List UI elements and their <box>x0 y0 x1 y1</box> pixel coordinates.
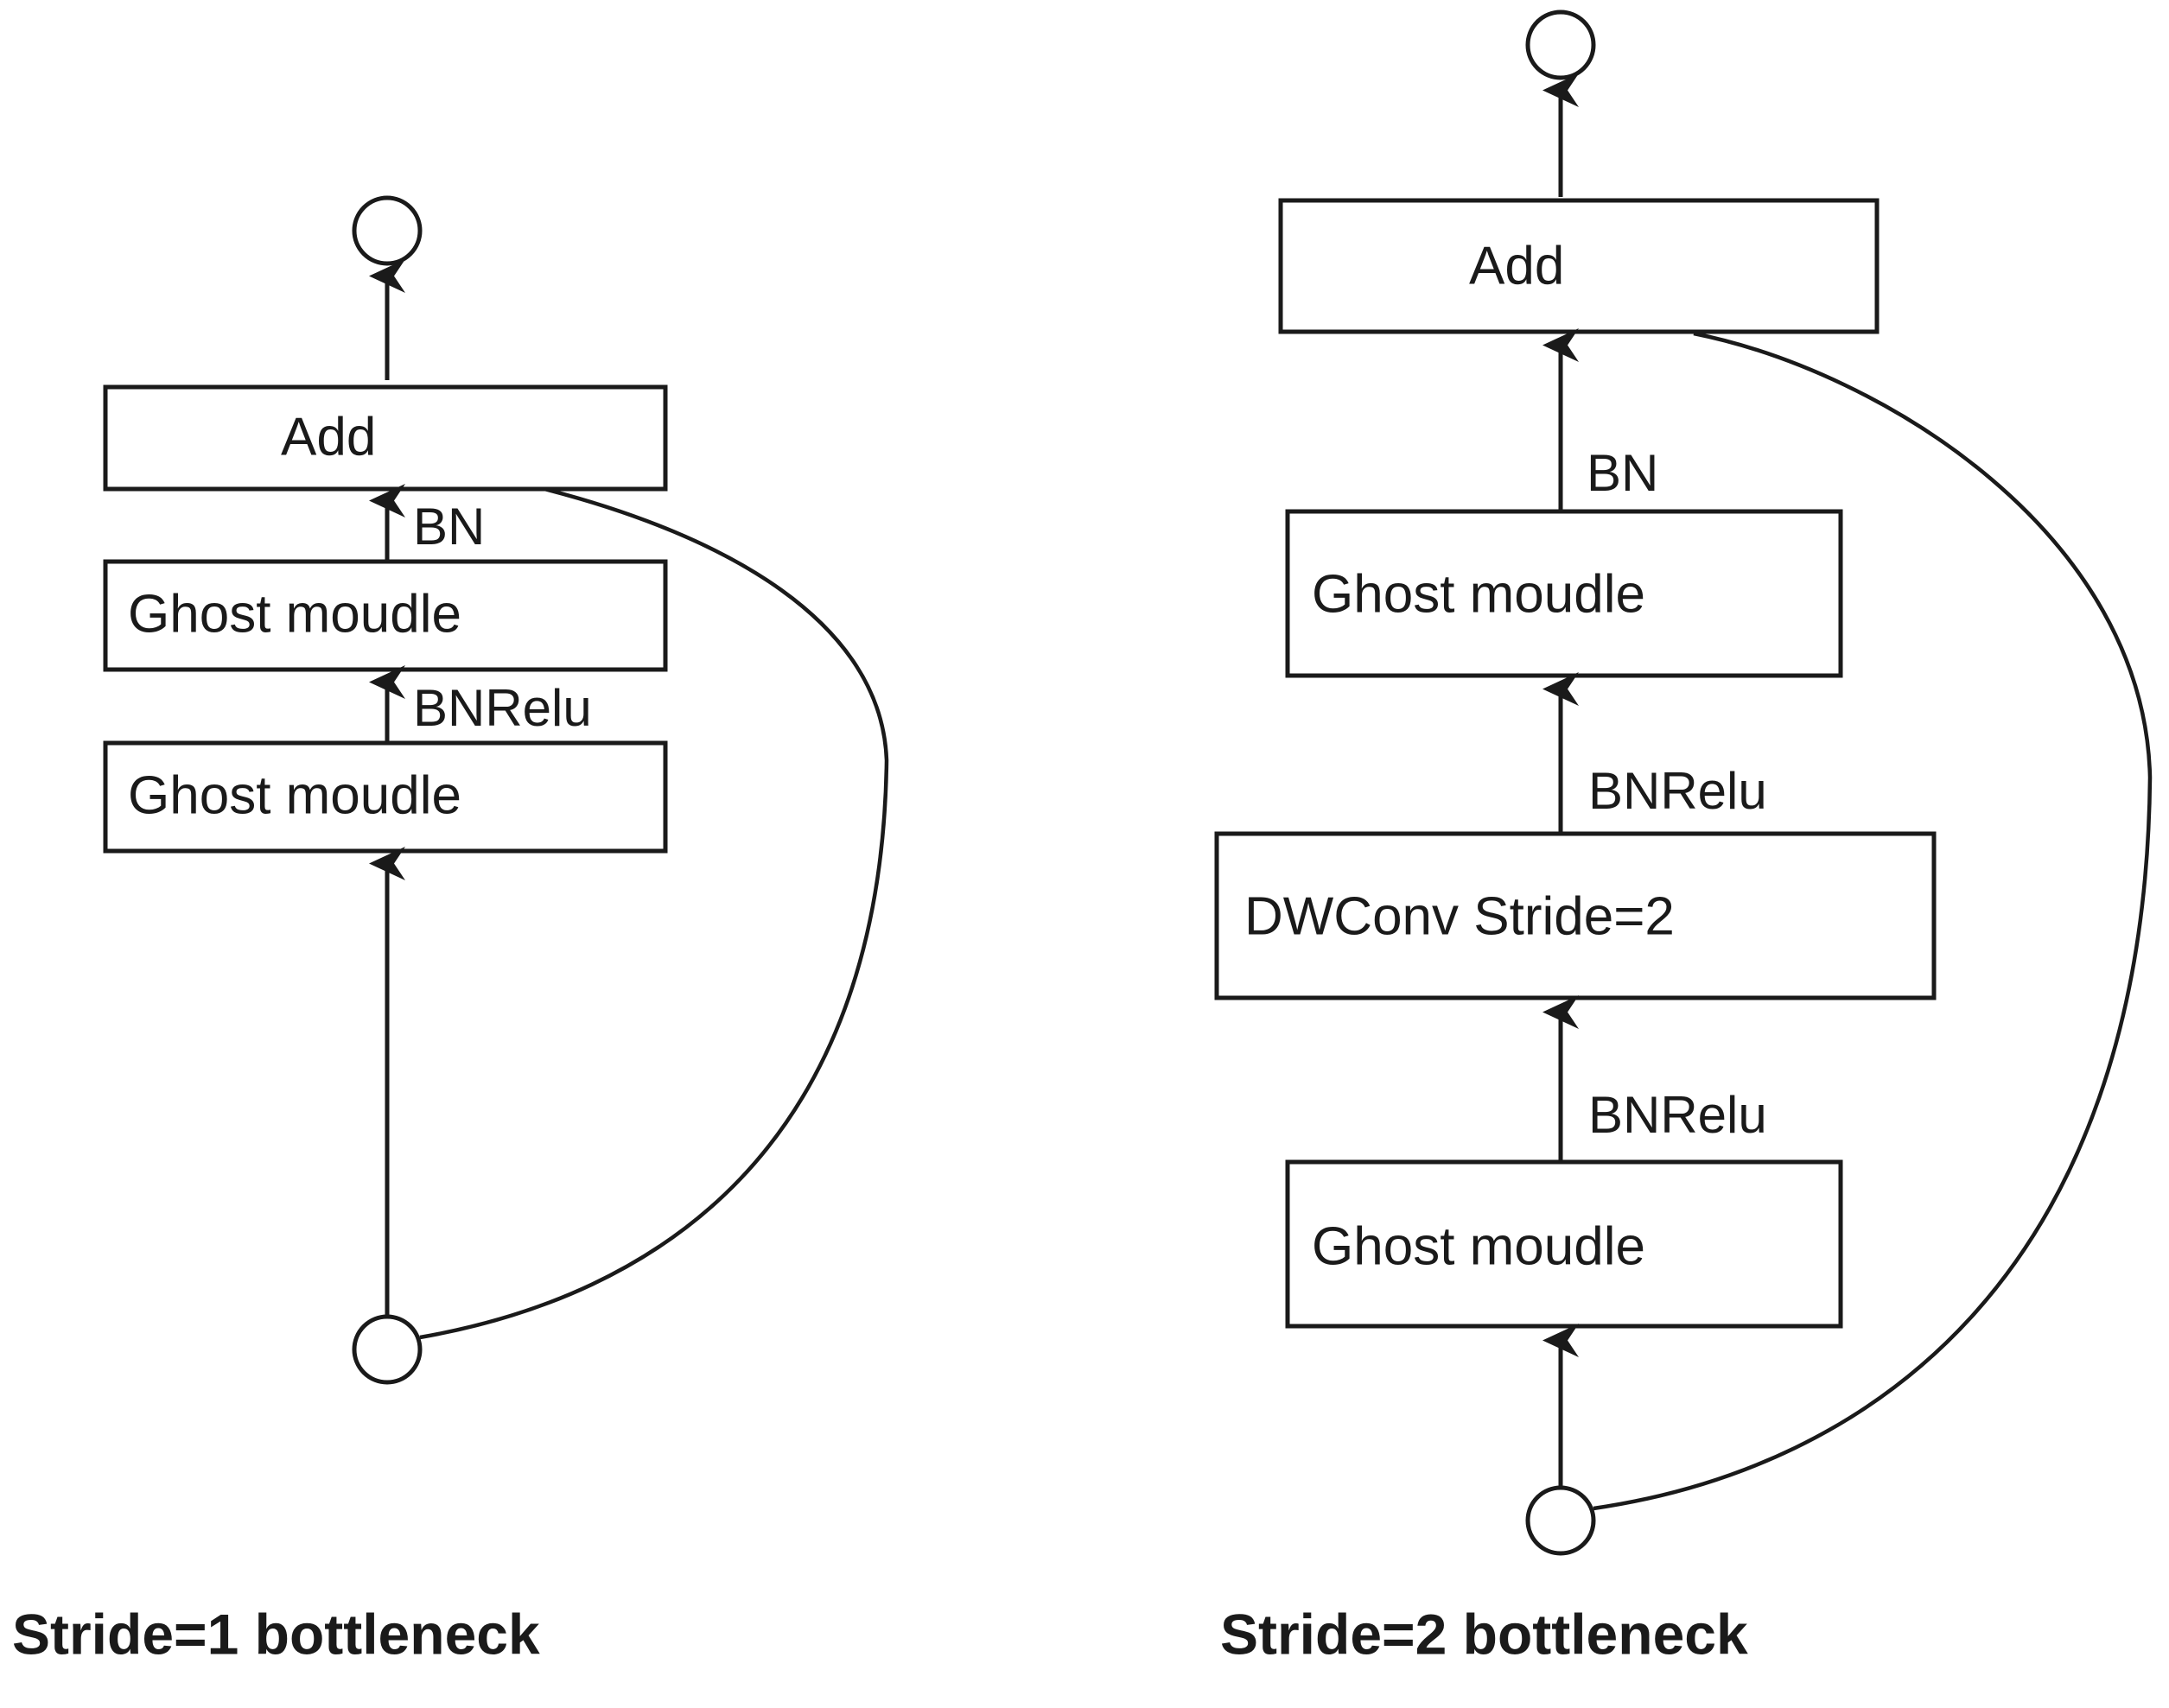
panel-stride1: Add BN Ghost moudle BNRelu Ghost moudle … <box>12 195 889 1666</box>
block-add-stride2 <box>1278 198 1880 334</box>
caption-stride2: Stride=2 bottleneck <box>1220 1602 1748 1666</box>
skip-connection-stride1 <box>419 486 889 1340</box>
output-circle-stride2 <box>1525 10 1596 80</box>
input-circle-stride2 <box>1525 1485 1596 1556</box>
edge-label-bnrelu-upper-stride2: BNRelu <box>1588 762 1767 820</box>
edge-label-bnrelu-lower-stride2: BNRelu <box>1588 1086 1767 1144</box>
block-dwconv-label-stride2: DWConv Stride=2 <box>1244 886 1675 946</box>
input-circle-stride1 <box>352 1314 423 1385</box>
block-ghost-top-label-stride1: Ghost moudle <box>128 584 461 644</box>
block-ghost-top-stride2 <box>1285 509 1843 678</box>
block-ghost-bottom-label-stride1: Ghost moudle <box>128 765 461 825</box>
block-add-label-stride1: Add <box>281 407 376 467</box>
block-dwconv-stride2 <box>1214 831 1937 1000</box>
block-ghost-top-stride1 <box>103 559 668 672</box>
block-ghost-bottom-stride1 <box>103 740 668 854</box>
block-ghost-top-label-stride2: Ghost moudle <box>1312 564 1645 624</box>
skip-connection-stride2 <box>1593 331 2153 1511</box>
caption-stride1: Stride=1 bottleneck <box>12 1602 540 1666</box>
block-add-label-stride2: Add <box>1469 236 1564 295</box>
block-ghost-bottom-label-stride2: Ghost moudle <box>1312 1216 1645 1276</box>
edge-label-bnrelu-stride1: BNRelu <box>413 679 592 737</box>
output-circle-stride1 <box>352 195 423 266</box>
panel-stride2: Add BN Ghost moudle BNRelu DWConv Stride… <box>1214 10 2153 1666</box>
edge-label-bn-stride2: BN <box>1587 444 1658 502</box>
block-add-stride1 <box>103 384 668 492</box>
edge-label-bn-stride1: BN <box>413 498 485 556</box>
